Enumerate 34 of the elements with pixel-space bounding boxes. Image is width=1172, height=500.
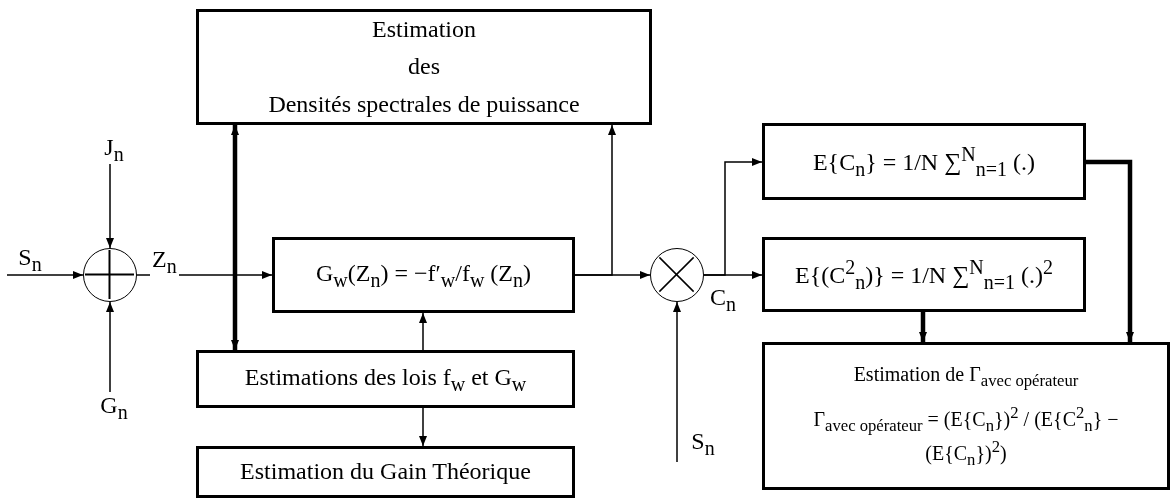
arrow xyxy=(231,125,239,350)
box-text: E{C$_{n}$} = 1/N ∑$^{N}$$_{n=1}$ (.) xyxy=(812,142,1036,182)
box-text: Γ$_{avec opérateur}$ = (E{C$_{n}$})$^{2}$ / (E{C$^{2}$$_{n}$} − (E{C$_{n}$})$^{2}$) xyxy=(812,402,1120,471)
box-text: des xyxy=(408,52,440,82)
arrow xyxy=(1086,159,1134,342)
arrow xyxy=(419,312,427,351)
summing-junction xyxy=(83,248,137,302)
signal-label: S$_{n}$ xyxy=(18,242,42,277)
box-text: Estimations des lois f$_{w}$ et G$_{w}$ xyxy=(244,362,527,397)
signal-label: S$_{n}$ xyxy=(691,426,715,461)
process-box xyxy=(762,342,1170,490)
arrow xyxy=(106,163,114,249)
multiplier-junction xyxy=(650,248,704,302)
box-text: E{(C$^{2}$$_{n}$)} = 1/N ∑$^{N}$$_{n=1}$ (.)$^{2}$ xyxy=(794,255,1054,295)
process-box xyxy=(196,446,575,498)
arrow xyxy=(574,271,651,279)
process-box xyxy=(196,9,652,125)
arrow xyxy=(419,407,427,447)
process-box xyxy=(762,123,1086,200)
arrow xyxy=(673,301,681,463)
box-text: G$_{w}$(Z$_{n}$) = −f′$_{w}$/f$_{w}$ (Z$_{n}$) xyxy=(316,258,531,293)
process-box xyxy=(196,350,575,408)
arrow xyxy=(106,301,114,393)
arrow xyxy=(6,271,84,279)
arrow xyxy=(703,271,763,279)
process-box xyxy=(762,237,1086,312)
box-text: Estimation du Gain Théorique xyxy=(240,457,531,487)
process-box xyxy=(272,237,575,313)
signal-label: G$_{n}$ xyxy=(100,390,128,425)
arrow xyxy=(919,312,927,342)
signal-label: J$_{n}$ xyxy=(104,132,124,167)
box-text: Densités spectrales de puissance xyxy=(268,89,580,119)
box-text: Estimation xyxy=(372,15,476,45)
box-text: Estimation de Γ$_{avec opérateur}$ xyxy=(852,362,1080,392)
